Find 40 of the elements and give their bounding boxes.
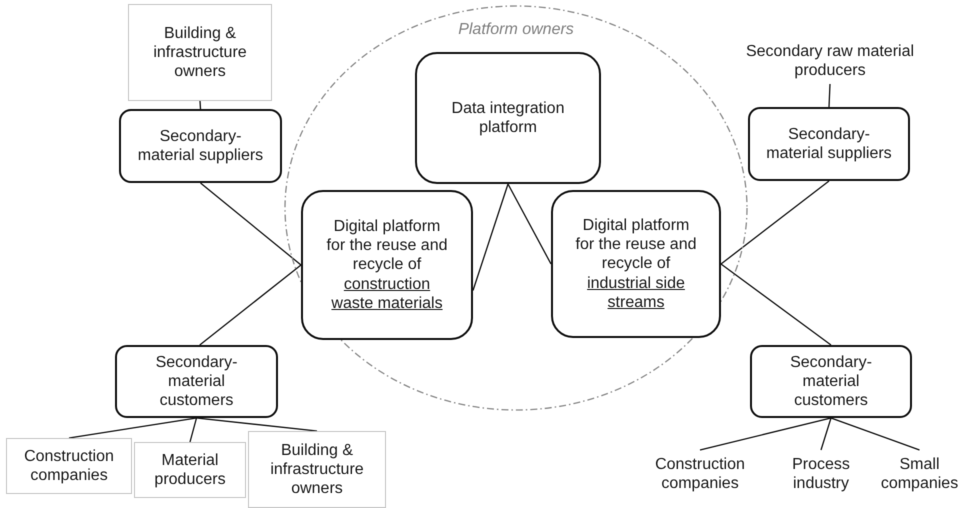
box-label: Material producers (153, 450, 227, 490)
connector-line (199, 100, 202, 110)
text-box (128, 4, 272, 101)
box-label: Building & infrastructure owners (269, 440, 365, 498)
box-label: Data integration platform (450, 98, 566, 138)
connector-line (196, 417, 318, 432)
connector-line (507, 184, 552, 264)
text-box (134, 442, 246, 498)
box-label: Construction companies (23, 446, 115, 486)
connector-line (828, 84, 831, 108)
rounded-box (119, 109, 282, 183)
connector-line (472, 184, 509, 291)
box-label: Secondary-material customers (154, 352, 238, 410)
connector-line (199, 264, 302, 346)
box-label: Secondary-material customers (789, 352, 873, 410)
node-label: Construction companies (638, 450, 762, 498)
box-label: Building & infrastructure owners (152, 24, 248, 82)
rounded-box (748, 107, 910, 181)
node-label: Secondary raw material producers (742, 38, 918, 84)
box-label: construction waste materials (330, 274, 444, 313)
connector-line (200, 182, 302, 266)
rounded-box (415, 52, 601, 184)
text-box (6, 438, 132, 494)
connector-line (189, 418, 198, 442)
region-heading: Platform owners (457, 21, 575, 39)
box-label: industrial side streams (586, 274, 686, 312)
rounded-box (115, 345, 278, 418)
rounded-box (750, 345, 912, 418)
node-label: Small companies (868, 450, 971, 498)
connector-line (700, 417, 832, 451)
connector-line (830, 417, 920, 451)
dashed-ellipse-region (284, 5, 748, 411)
node-label: Process industry (781, 450, 861, 498)
connector-line (720, 180, 830, 265)
connector-line (68, 417, 197, 439)
connector-line (820, 418, 832, 450)
box-label: Secondary-material suppliers (137, 126, 264, 166)
text-box (248, 431, 386, 508)
connector-line (720, 263, 832, 346)
box-label: Secondary-material suppliers (766, 124, 892, 164)
